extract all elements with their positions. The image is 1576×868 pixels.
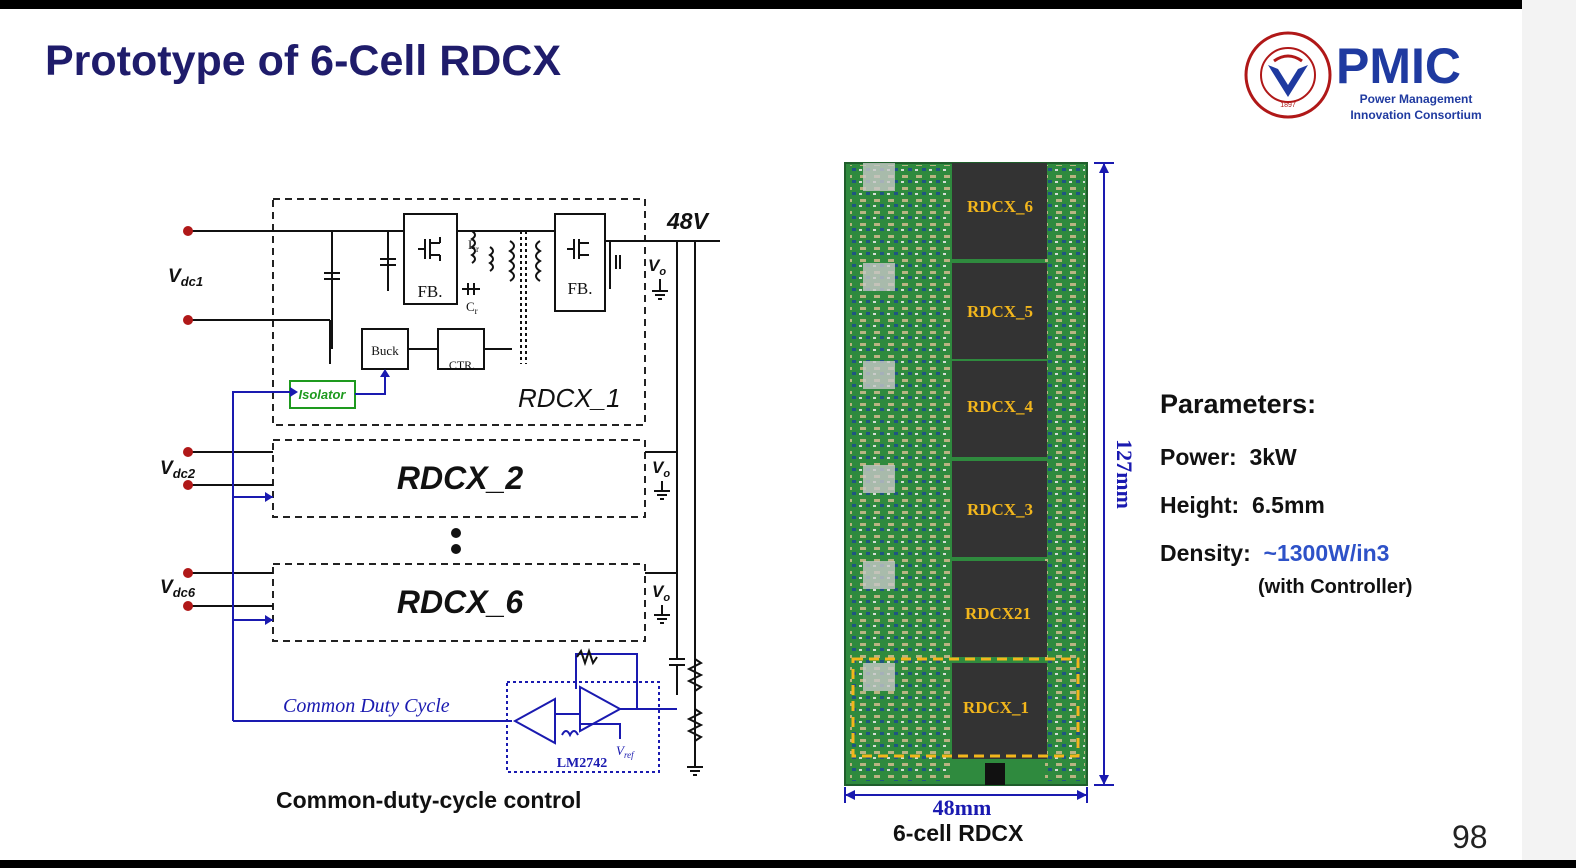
fb-right-block bbox=[554, 213, 606, 312]
fb-left-label: FB. bbox=[417, 282, 442, 301]
window-top-bar bbox=[0, 0, 1576, 9]
svg-text:1897: 1897 bbox=[1280, 102, 1296, 109]
cell6-label: RDCX_6 bbox=[397, 584, 523, 620]
highlight-cell1-box bbox=[851, 657, 1080, 758]
vdc6-label: Vdc6 bbox=[160, 577, 196, 600]
common-duty-label: Common Duty Cycle bbox=[283, 695, 450, 717]
ctr-label: CTR. bbox=[449, 358, 475, 372]
cr-label: Cr bbox=[466, 299, 478, 316]
input-terminals bbox=[183, 226, 193, 611]
pmic-brand: PMIC bbox=[1336, 38, 1461, 94]
window-bottom-bar bbox=[0, 860, 1576, 868]
board-cell-label: RDCX_6 bbox=[967, 197, 1033, 216]
cell1-label: RDCX_1 bbox=[518, 383, 621, 413]
power-row: Power: 3kW bbox=[1160, 444, 1297, 470]
power-value: 3kW bbox=[1249, 444, 1297, 470]
board-cell-label: RDCX_5 bbox=[967, 302, 1033, 321]
height-row: Height: 6.5mm bbox=[1160, 492, 1325, 518]
density-note: (with Controller) bbox=[1258, 576, 1413, 598]
window-right-strip bbox=[1522, 0, 1576, 868]
isolator-label: Isolator bbox=[299, 387, 347, 402]
slide-title: Prototype of 6-Cell RDCX bbox=[45, 37, 562, 85]
zju-seal-icon: 1897 bbox=[1244, 31, 1332, 119]
density-value: ~1300W/in3 bbox=[1263, 540, 1390, 566]
pmic-line1: Power Management bbox=[1360, 92, 1473, 106]
cell6-box bbox=[272, 563, 646, 642]
vdc2-label: Vdc2 bbox=[160, 458, 196, 481]
page-number: 98 bbox=[1452, 819, 1488, 855]
height-value: 6.5mm bbox=[1252, 492, 1325, 518]
vo-label-1: Vo bbox=[648, 256, 666, 278]
buck-label: Buck bbox=[371, 343, 399, 358]
circuit-diagram: Vdc1 Vdc2 Vdc6 FB. Lr Cr bbox=[160, 198, 720, 776]
density-row: Density: ~1300W/in3 bbox=[1160, 540, 1390, 566]
parameters-panel: Parameters: Power: 3kW Height: 6.5mm Den… bbox=[1160, 389, 1412, 599]
slide: Prototype of 6-Cell RDCX 1897 PMIC Power… bbox=[0, 9, 1522, 860]
pcb-board-photo: RDCX_6 RDCX_5 RDCX_4 RDCX_3 RDCX21 RDCX_… bbox=[844, 162, 1137, 820]
vo-label-2: Vo bbox=[652, 458, 670, 480]
board-caption: 6-cell RDCX bbox=[893, 820, 1024, 846]
ctr-block bbox=[437, 328, 485, 370]
lm2742-block bbox=[506, 681, 660, 773]
output-voltage-label: 48V bbox=[666, 208, 710, 234]
cell1-box bbox=[272, 198, 646, 426]
width-dimension: 48mm bbox=[933, 795, 992, 820]
vo-label-6: Vo bbox=[652, 582, 670, 604]
cell2-label: RDCX_2 bbox=[397, 460, 523, 496]
fb-right-label: FB. bbox=[567, 279, 592, 298]
board-cell-label: RDCX21 bbox=[965, 604, 1031, 623]
lr-label: Lr bbox=[468, 237, 479, 254]
vref-label: Vref bbox=[616, 743, 635, 760]
buck-block bbox=[361, 328, 409, 370]
pmic-logo: 1897 PMIC Power Management Innovation Co… bbox=[1244, 31, 1482, 122]
board-cell-label: RDCX_1 bbox=[963, 698, 1029, 717]
parameters-heading: Parameters: bbox=[1160, 389, 1317, 419]
opamp-label: LM2742 bbox=[557, 756, 608, 771]
pmic-line2: Innovation Consortium bbox=[1350, 108, 1481, 122]
board-cell-label: RDCX_3 bbox=[967, 500, 1033, 519]
height-dimension: 127mm bbox=[1112, 439, 1137, 509]
isolator-block bbox=[289, 380, 356, 409]
board-cell-label: RDCX_4 bbox=[967, 397, 1034, 416]
cell2-box bbox=[272, 439, 646, 518]
circuit-caption: Common-duty-cycle control bbox=[276, 787, 582, 813]
vdc1-label: Vdc1 bbox=[168, 266, 203, 289]
